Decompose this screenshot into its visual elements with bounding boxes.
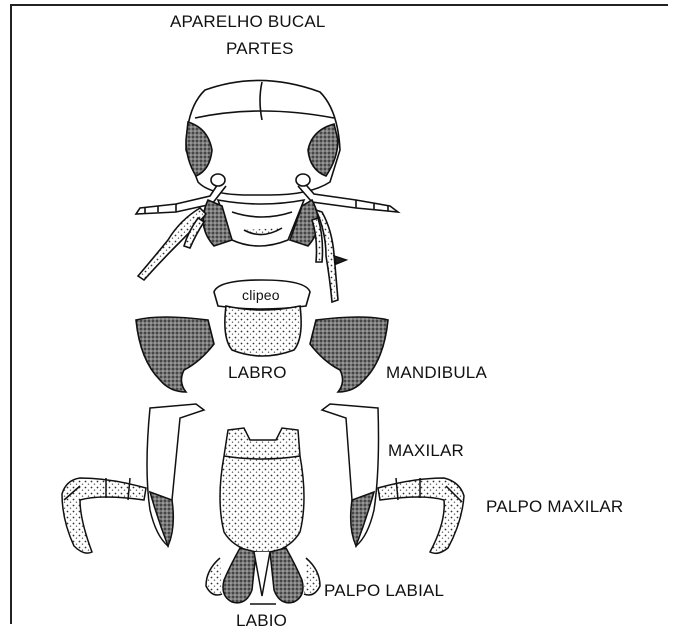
label-clipeo: clipeo [242,288,280,302]
label-mandibula: MANDIBULA [386,364,487,381]
label-labro: LABRO [228,364,287,381]
labium [206,428,320,604]
label-maxilar: MAXILAR [388,442,464,459]
label-palpo-labial: PALPO LABIAL [324,582,444,599]
figure-title-line2: PARTES [226,40,294,57]
head [136,80,398,302]
right-maxilla [322,404,464,553]
label-labio: LABIO [236,612,287,629]
label-palpo-maxilar: PALPO MAXILAR [486,498,623,515]
right-mandible [310,317,388,392]
labrum [225,306,301,356]
left-maxilla [62,404,204,553]
left-mandible [136,317,214,392]
figure-title-line1: APARELHO BUCAL [170,13,326,30]
